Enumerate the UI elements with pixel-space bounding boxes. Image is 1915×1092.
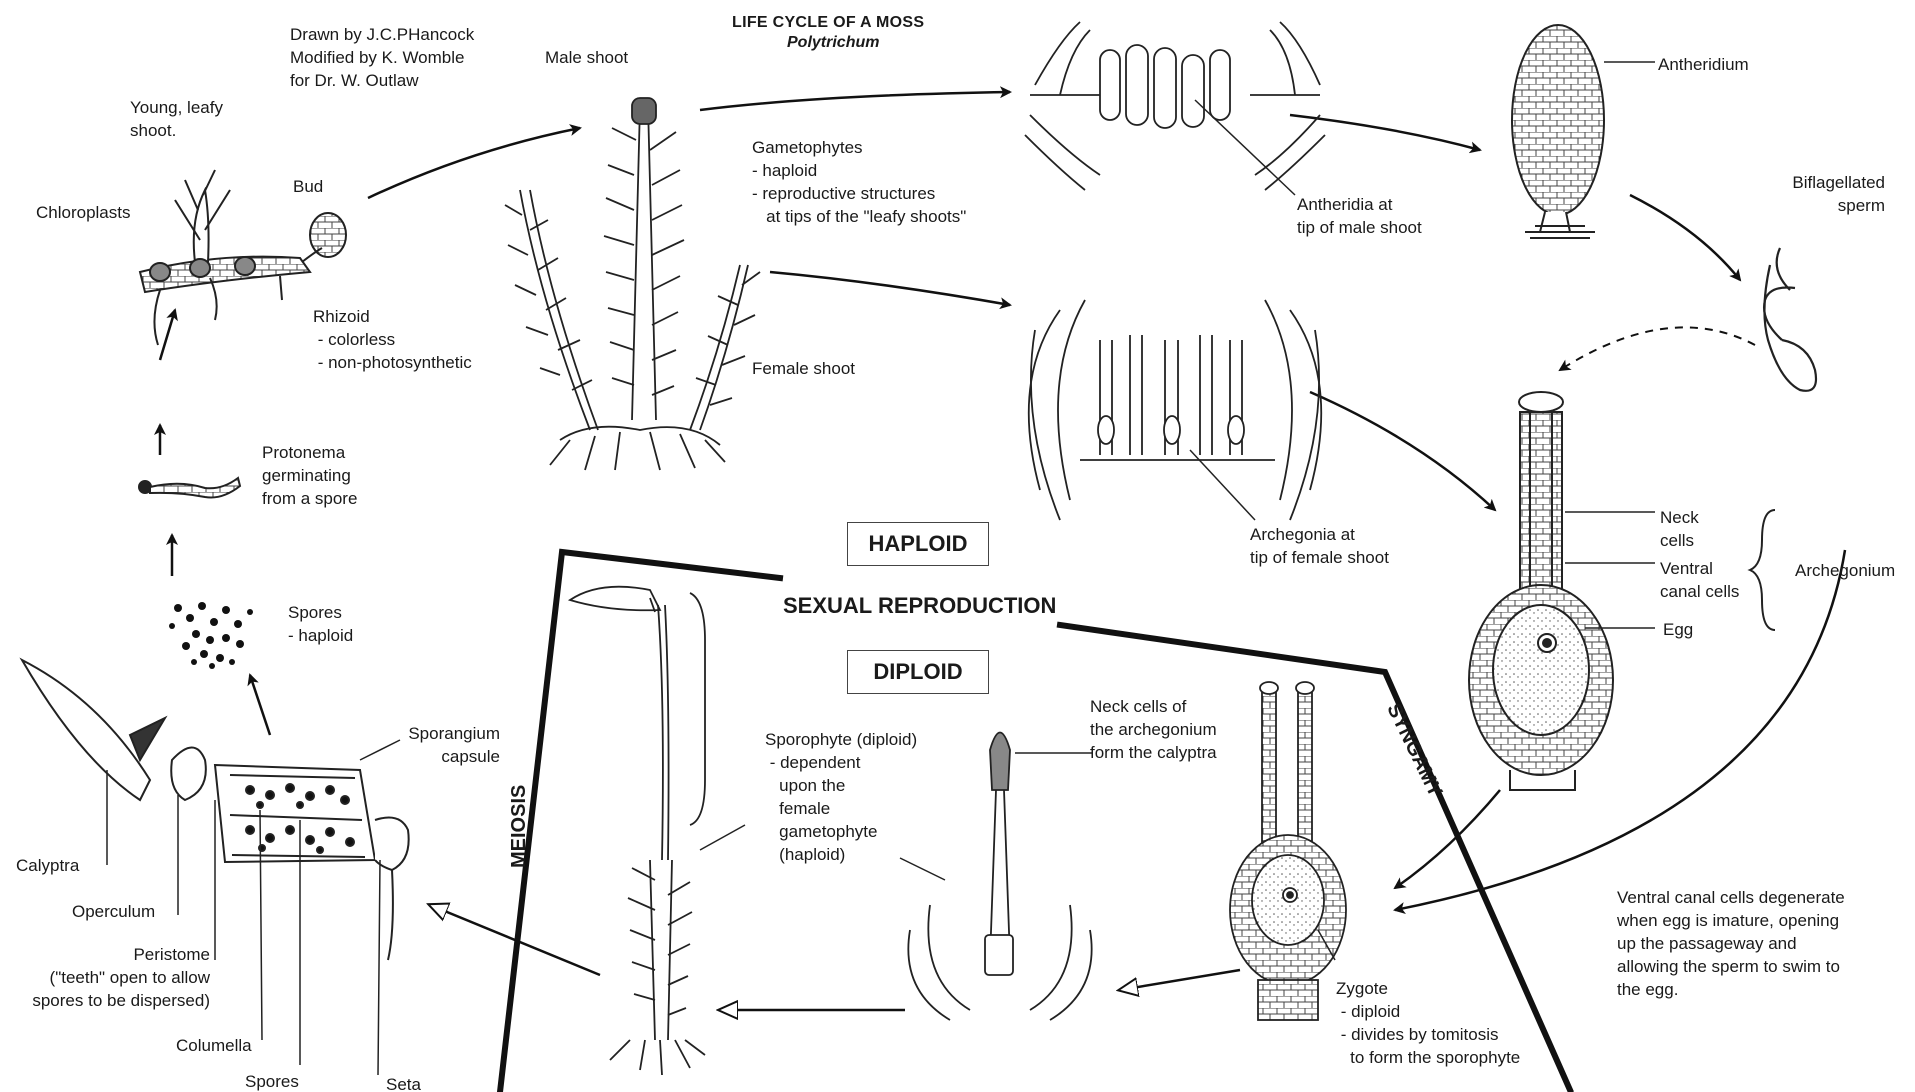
zygote-drawing	[1230, 682, 1346, 1020]
antheridia-cluster-drawing	[1025, 22, 1325, 195]
label-operculum: Operculum	[72, 900, 155, 923]
credit-line-2: Modified by K. Womble	[290, 46, 464, 69]
sperm-path-arrow	[1560, 327, 1755, 370]
label-antheridia-tip: Antheridia at tip of male shoot	[1297, 193, 1422, 239]
label-neck-cells-calyptra: Neck cells of the archegonium form the c…	[1090, 695, 1217, 764]
label-female-shoot: Female shoot	[752, 357, 855, 380]
credit-line-3: for Dr. W. Outlaw	[290, 69, 418, 92]
label-bud: Bud	[293, 175, 323, 198]
label-zygote: Zygote - diploid - divides by tomitosis …	[1336, 977, 1520, 1069]
label-archegonia-tip: Archegonia at tip of female shoot	[1250, 523, 1389, 569]
label-columella: Columella	[176, 1034, 252, 1057]
germinating-spore-drawing	[139, 478, 240, 498]
label-seta: Seta	[386, 1073, 421, 1092]
label-calyptra: Calyptra	[16, 854, 79, 877]
spores-cluster	[169, 602, 253, 669]
diagram-subtitle: Polytrichum	[787, 31, 879, 54]
label-sporophyte: Sporophyte (diploid) - dependent upon th…	[765, 728, 917, 866]
label-neck-cells: Neck cells	[1660, 506, 1699, 552]
sporophyte-drawing	[570, 587, 745, 1075]
label-young-shoot: Young, leafy shoot.	[130, 96, 223, 142]
antheridium-drawing	[1512, 25, 1655, 238]
label-antheridium: Antheridium	[1658, 53, 1749, 76]
label-ventral-canal-cells: Ventral canal cells	[1660, 557, 1739, 603]
label-spores: Spores	[245, 1070, 299, 1092]
sperm-drawing	[1764, 248, 1816, 391]
archegonia-cluster-drawing	[1029, 300, 1322, 520]
sporangium-drawing	[22, 660, 409, 1075]
label-archegonium: Archegonium	[1795, 559, 1895, 582]
label-biflagellated-sperm: Biflagellated sperm	[1755, 171, 1885, 217]
label-rhizoid: Rhizoid - colorless - non-photosynthetic	[313, 305, 472, 374]
meiosis-label: MEIOSIS	[508, 785, 531, 868]
diploid-phase-box: DIPLOID	[847, 650, 989, 694]
credit-line-1: Drawn by J.C.PHancock	[290, 23, 474, 46]
sexual-reproduction-label: SEXUAL REPRODUCTION	[783, 593, 1056, 619]
label-peristome: Peristome ("teeth" open to allow spores …	[0, 943, 210, 1012]
label-sporangium-capsule: Sporangium capsule	[370, 722, 500, 768]
diploid-arrows	[430, 905, 1240, 1010]
label-male-shoot: Male shoot	[545, 46, 628, 69]
label-egg: Egg	[1663, 618, 1693, 641]
label-protonema: Protonema germinating from a spore	[262, 441, 357, 510]
young-sporophyte-drawing	[900, 733, 1092, 1021]
label-ventral-note: Ventral canal cells degenerate when egg …	[1617, 886, 1845, 1001]
gametophyte-shoots-drawing	[505, 98, 760, 470]
haploid-phase-box: HAPLOID	[847, 522, 989, 566]
label-gametophytes: Gametophytes - haploid - reproductive st…	[752, 136, 966, 228]
label-spores-haploid: Spores - haploid	[288, 601, 353, 647]
label-chloroplasts: Chloroplasts	[36, 201, 131, 224]
